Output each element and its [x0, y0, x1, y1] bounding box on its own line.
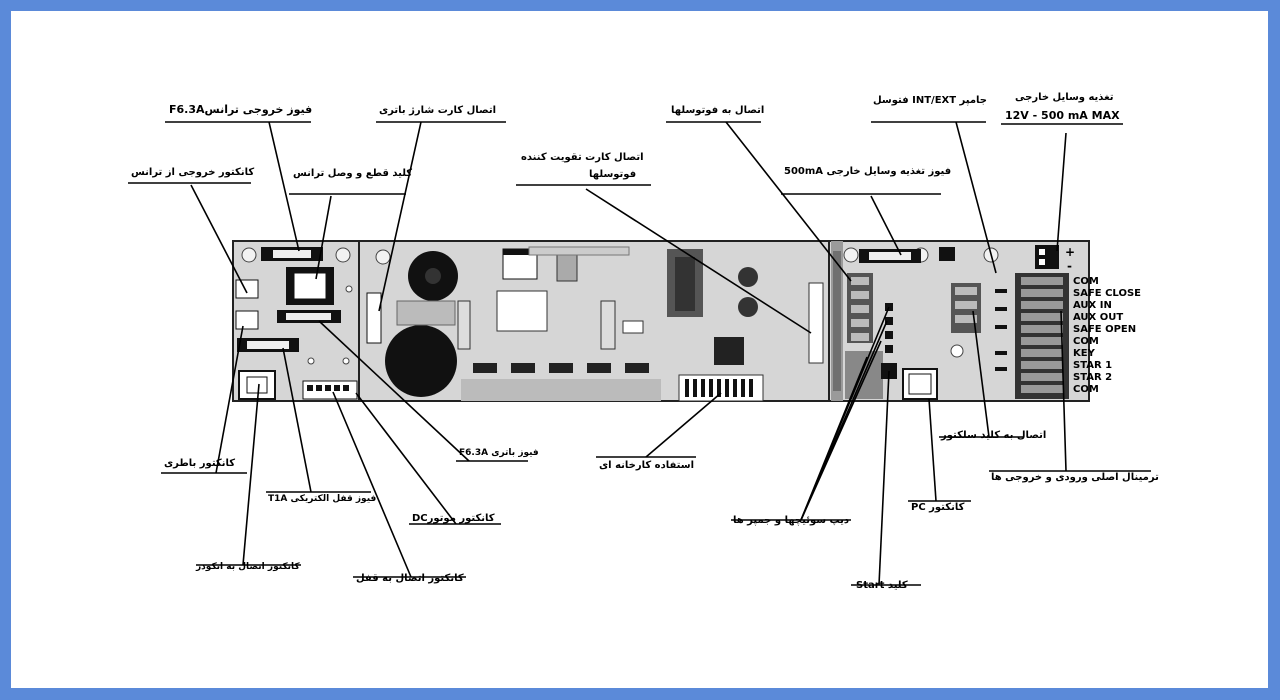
- terminal-label: COM: [1073, 336, 1099, 347]
- terminal-label: COM: [1073, 276, 1099, 287]
- label-external-supply-rating: 12V - 500 mA MAX: [1005, 109, 1120, 122]
- label-battery-connector: کانکتور باطری: [164, 458, 236, 469]
- terminal-label: AUX OUT: [1073, 312, 1124, 323]
- terminal-label: STAR 2: [1073, 372, 1113, 383]
- label-power-switch: کلید قطع و وصل ترانس: [293, 168, 413, 179]
- terminal-label: STAR 1: [1073, 360, 1113, 371]
- label-dip-switches: دیپ سوئیچها و جمپر ها: [733, 515, 850, 526]
- label-transformer-output: کانکتور خروجی از ترانس: [131, 167, 255, 178]
- label-external-supply: تغذیه وسایل خارجی: [1015, 92, 1114, 103]
- label-pc-connector: کانکتور PC: [911, 502, 965, 513]
- label-start-key: کلید Start: [856, 580, 908, 591]
- label-external-fuse: فیوز تغذیه وسایل خارجی 500mA: [784, 166, 952, 177]
- diagram-canvas: + - COM SAFE CLOSE AUX IN AUX OUT SAFE O…: [11, 11, 1268, 688]
- label-transformer-fuse: فیوز خروجی ترانسF6.3A: [169, 103, 313, 116]
- label-battery-charger: اتصال کارت شارژ باتری: [379, 105, 497, 116]
- label-main-terminal: ترمینال اصلی ورودی و خروجی ها: [991, 472, 1159, 483]
- label-photocell-connection: اتصال به فوتوسلها: [671, 105, 765, 116]
- label-int-ext-jumper: جامپر INT/EXT فتوسل: [873, 95, 988, 106]
- label-encoder-connector: کانکتور اتصال به انکودر: [196, 562, 300, 572]
- label-motor-connector: کانکتور موتورDC: [412, 513, 495, 524]
- board-drawing: [128, 121, 1151, 586]
- label-factory-use: استفاده کارخانه ای: [599, 460, 694, 471]
- label-lock-fuse: فیوز قفل الکتریکی T1A: [268, 494, 377, 504]
- label-photocell-card-line2: فوتوسلها: [589, 169, 637, 180]
- minus-sign: -: [1067, 259, 1072, 273]
- terminal-label: SAFE OPEN: [1073, 324, 1137, 335]
- leader-lines: [190, 121, 1067, 586]
- terminal-label: AUX IN: [1073, 300, 1112, 311]
- terminal-label: SAFE CLOSE: [1073, 288, 1141, 299]
- plus-sign: +: [1065, 245, 1076, 259]
- label-battery-fuse: فیوز باتری F6.3A: [459, 448, 539, 458]
- label-photocell-card-line1: اتصال کارت تقویت کننده: [521, 152, 644, 163]
- label-selector-key: اتصال به کلید سلکتور: [941, 430, 1047, 441]
- terminal-label: KEY: [1073, 348, 1095, 359]
- label-lock-connector: کانکتور اتصال به قفل: [356, 573, 464, 584]
- terminal-label: COM: [1073, 384, 1099, 395]
